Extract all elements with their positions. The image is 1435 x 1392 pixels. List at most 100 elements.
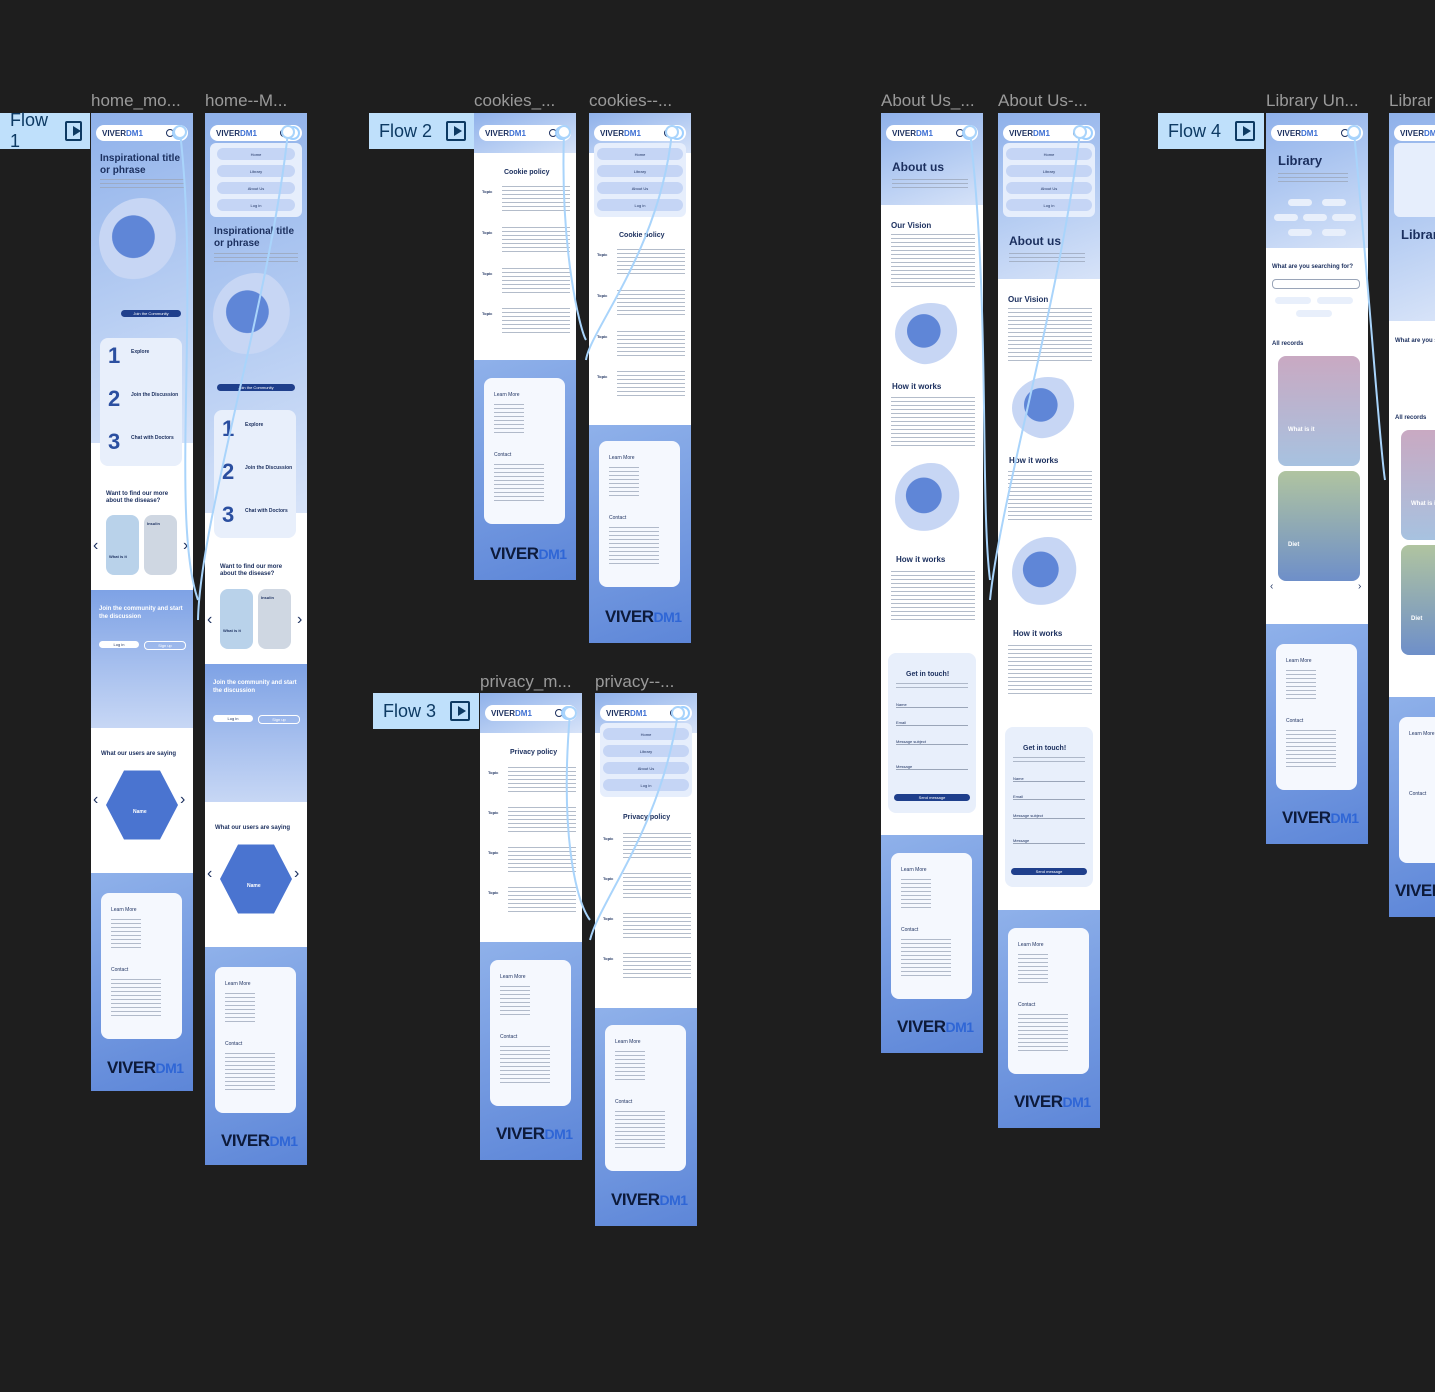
menu-item-about[interactable]: About Us <box>603 762 689 774</box>
frame-home-mobile[interactable]: VIVERDM1 Inspirational title or phrase J… <box>91 113 193 1091</box>
frame-cookies-mobile[interactable]: VIVERDM1 Cookie policy Topic Topic Topic… <box>474 113 576 580</box>
signup-button[interactable]: Sign up <box>144 641 186 650</box>
tag-chip[interactable] <box>1322 229 1346 236</box>
chevron-right-icon[interactable]: › <box>294 865 300 882</box>
tag-chip[interactable] <box>1274 214 1298 221</box>
filter-chip[interactable] <box>1317 297 1353 304</box>
info-card[interactable]: What is it <box>220 589 253 649</box>
frame-title[interactable]: home--M... <box>205 91 288 110</box>
footer-card: Learn More Contact <box>484 378 565 524</box>
frame-title[interactable]: About Us-... <box>998 91 1088 110</box>
menu-item-library[interactable]: Library <box>217 165 295 177</box>
frame-home-menu[interactable]: VIVERDM1 Home Library About Us Log in In… <box>205 113 307 1165</box>
record-card[interactable]: Diet <box>1278 471 1360 581</box>
message-field[interactable]: Message <box>1013 838 1085 844</box>
email-field[interactable]: Email <box>896 720 968 726</box>
menu-icon[interactable] <box>676 706 690 720</box>
message-field[interactable]: Message <box>896 764 968 770</box>
frame-privacy-mobile[interactable]: VIVERDM1 Privacy policy Topic Topic Topi… <box>480 693 582 1160</box>
frame-library-menu[interactable]: VIVERDM1 Library What are you searching … <box>1389 113 1435 917</box>
play-icon[interactable] <box>65 121 82 141</box>
menu-icon[interactable] <box>286 126 300 140</box>
join-community-button[interactable]: Join the Community <box>121 310 181 317</box>
frame-title[interactable]: About Us_... <box>881 91 975 110</box>
signup-button[interactable]: Sign up <box>258 715 300 724</box>
chevron-left-icon[interactable]: ‹ <box>1270 581 1274 592</box>
email-field[interactable]: Email <box>1013 794 1085 800</box>
chevron-left-icon[interactable]: ‹ <box>93 537 99 554</box>
play-icon[interactable] <box>1235 121 1256 141</box>
frame-cookies-menu[interactable]: VIVERDM1 Home Library About Us Log in Co… <box>589 113 691 643</box>
menu-item-home[interactable]: Home <box>217 148 295 160</box>
chevron-right-icon[interactable]: › <box>183 537 189 554</box>
frame-title[interactable]: Library Un... <box>1266 91 1359 110</box>
frame-about-mobile[interactable]: VIVERDM1 About us Our Vision How it work… <box>881 113 983 1053</box>
frame-title[interactable]: privacy--... <box>595 672 675 691</box>
flow-2-label[interactable]: Flow 2 <box>369 113 475 149</box>
frame-library[interactable]: VIVERDM1 Library What are you searching … <box>1266 113 1368 844</box>
menu-item-library[interactable]: Library <box>1006 165 1092 177</box>
tag-chip[interactable] <box>1288 199 1312 206</box>
chevron-left-icon[interactable]: ‹ <box>207 611 213 628</box>
name-field[interactable]: Name <box>896 702 968 708</box>
flow-4-label[interactable]: Flow 4 <box>1158 113 1264 149</box>
menu-icon[interactable] <box>670 126 684 140</box>
join-community-button[interactable]: Join the Community <box>217 384 295 391</box>
frame-title[interactable]: Librar <box>1389 91 1433 110</box>
search-input[interactable] <box>1272 279 1360 289</box>
menu-icon[interactable] <box>172 126 186 140</box>
frame-about-menu[interactable]: VIVERDM1 Home Library About Us Log in Ab… <box>998 113 1100 1128</box>
menu-item-home[interactable]: Home <box>1006 148 1092 160</box>
menu-icon[interactable] <box>1079 126 1093 140</box>
name-field[interactable]: Name <box>1013 776 1085 782</box>
tag-chip[interactable] <box>1332 214 1356 221</box>
menu-icon[interactable] <box>561 706 575 720</box>
info-card[interactable]: Insulin <box>258 589 291 649</box>
filter-chip[interactable] <box>1296 310 1332 317</box>
menu-icon[interactable] <box>962 126 976 140</box>
chevron-right-icon[interactable]: › <box>180 791 186 808</box>
menu-item-home[interactable]: Home <box>597 148 683 160</box>
flow-1-label[interactable]: Flow 1 <box>0 110 90 151</box>
login-button[interactable]: Log in <box>213 715 253 722</box>
menu-item-login[interactable]: Log in <box>603 779 689 791</box>
record-card[interactable]: What is it <box>1278 356 1360 466</box>
frame-title[interactable]: cookies--... <box>589 91 673 110</box>
record-card[interactable]: What is it <box>1401 430 1435 540</box>
frame-privacy-menu[interactable]: VIVERDM1 Home Library About Us Log in Pr… <box>595 693 697 1226</box>
record-card[interactable]: Diet <box>1401 545 1435 655</box>
subject-field[interactable]: Message subject <box>1013 813 1085 819</box>
info-card[interactable]: Insulin <box>144 515 177 575</box>
menu-item-login[interactable]: Log in <box>217 199 295 211</box>
tag-chip[interactable] <box>1322 199 1346 206</box>
menu-item-library[interactable]: Library <box>603 745 689 757</box>
send-message-button[interactable]: Send message <box>894 794 970 801</box>
chevron-right-icon[interactable]: › <box>297 611 303 628</box>
play-icon[interactable] <box>450 701 471 721</box>
menu-icon[interactable] <box>555 126 569 140</box>
tag-chip[interactable] <box>1303 214 1327 221</box>
chevron-left-icon[interactable]: ‹ <box>93 791 99 808</box>
menu-item-home[interactable]: Home <box>603 728 689 740</box>
frame-title[interactable]: cookies_... <box>474 91 556 110</box>
menu-item-about[interactable]: About Us <box>217 182 295 194</box>
flow-3-label[interactable]: Flow 3 <box>373 693 479 729</box>
subject-field[interactable]: Message subject <box>896 739 968 745</box>
info-card[interactable]: What is it <box>106 515 139 575</box>
menu-item-library[interactable]: Library <box>597 165 683 177</box>
send-message-button[interactable]: Send message <box>1011 868 1087 875</box>
menu-item-about[interactable]: About Us <box>597 182 683 194</box>
menu-item-login[interactable]: Log in <box>597 199 683 211</box>
login-button[interactable]: Log in <box>99 641 139 648</box>
menu-item-about[interactable]: About Us <box>1006 182 1092 194</box>
menu-item-login[interactable]: Log in <box>1006 199 1092 211</box>
tag-chip[interactable] <box>1288 229 1312 236</box>
testimonial-avatar: Name <box>220 844 292 914</box>
menu-icon[interactable] <box>1347 126 1361 140</box>
play-icon[interactable] <box>446 121 467 141</box>
filter-chip[interactable] <box>1275 297 1311 304</box>
chevron-left-icon[interactable]: ‹ <box>207 865 213 882</box>
frame-title[interactable]: privacy_m... <box>480 672 572 691</box>
chevron-right-icon[interactable]: › <box>1358 581 1362 592</box>
frame-title[interactable]: home_mo... <box>91 91 181 110</box>
